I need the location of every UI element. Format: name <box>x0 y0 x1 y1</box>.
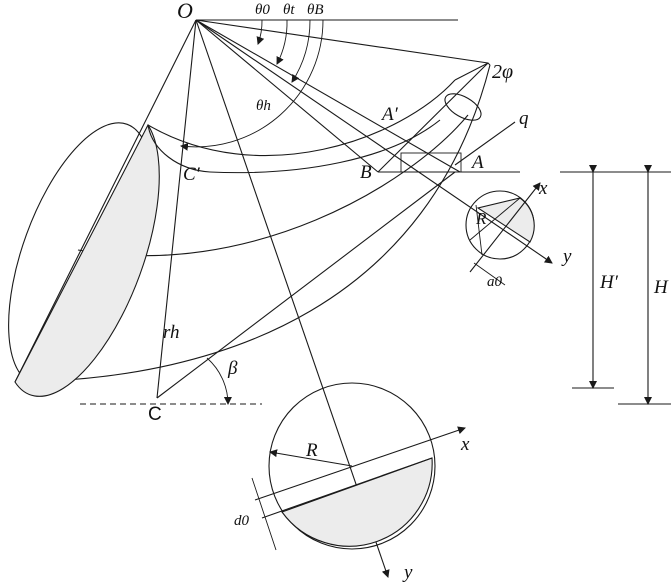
ray-outer-left <box>14 19 197 383</box>
label-d0: d0 <box>234 513 250 529</box>
ray-theta-B <box>195 19 379 173</box>
label-x-small: x <box>538 178 548 199</box>
large-cross-section-shaded <box>281 457 433 547</box>
small-chord-left <box>475 204 483 256</box>
pipe-centerline <box>77 114 469 257</box>
ray-large-y-axis <box>195 19 390 578</box>
arc-theta-h <box>180 19 324 151</box>
arc-C-prime <box>147 119 441 174</box>
ray-theta-t <box>195 19 461 173</box>
label-C-prime: C′ <box>183 164 201 185</box>
label-R-large: R <box>305 440 318 461</box>
label-theta-0: θ0 <box>255 2 270 18</box>
label-theta-t: θt <box>283 2 295 18</box>
line-C-to-A <box>156 171 456 399</box>
pipe-upper-edge <box>147 79 456 157</box>
label-O: O <box>177 0 193 23</box>
label-y-large: y <box>402 562 413 583</box>
large-x-axis <box>254 426 466 501</box>
label-H: H <box>653 277 669 298</box>
label-A-prime: A′ <box>380 104 399 125</box>
label-A: A <box>470 152 484 173</box>
arc-theta-0 <box>256 19 265 45</box>
ray-theta-0 <box>195 19 489 64</box>
label-beta: β <box>227 358 238 379</box>
large-chord <box>261 457 433 519</box>
label-theta-h: θh <box>256 98 271 114</box>
small-x-axis <box>469 182 541 273</box>
label-C: C <box>148 404 162 425</box>
small-cross-section-shaded <box>476 197 535 243</box>
arc-theta-t <box>276 19 288 65</box>
right-angle-box <box>400 152 462 173</box>
a0-dimension-line <box>473 262 506 286</box>
arc-theta-B <box>291 19 311 83</box>
arc-beta <box>206 357 232 405</box>
label-2phi: 2φ <box>492 61 513 83</box>
d0-dimension-line <box>251 477 277 551</box>
ray-small-y-axis <box>195 19 553 264</box>
label-B: B <box>360 162 372 183</box>
label-q: q <box>519 108 529 129</box>
tip-ellipse <box>444 93 482 121</box>
label-a0: a0 <box>487 274 503 290</box>
label-H-prime: H′ <box>599 272 619 293</box>
pipe-lower-edge <box>14 64 491 383</box>
ray-C-prime <box>156 19 197 399</box>
label-R-small: R <box>475 209 487 228</box>
label-r-h: rh <box>163 322 180 343</box>
small-R-radius <box>469 197 521 241</box>
chord-B-tip <box>377 62 489 173</box>
large-cross-section-circle <box>268 382 436 550</box>
label-y-small: y <box>561 246 572 267</box>
label-theta-B: θB <box>307 2 324 18</box>
pipe-end-shaded-region <box>14 123 160 397</box>
q-leader-line <box>454 121 516 166</box>
large-R-radius <box>269 449 353 467</box>
label-x-large: x <box>460 434 470 455</box>
